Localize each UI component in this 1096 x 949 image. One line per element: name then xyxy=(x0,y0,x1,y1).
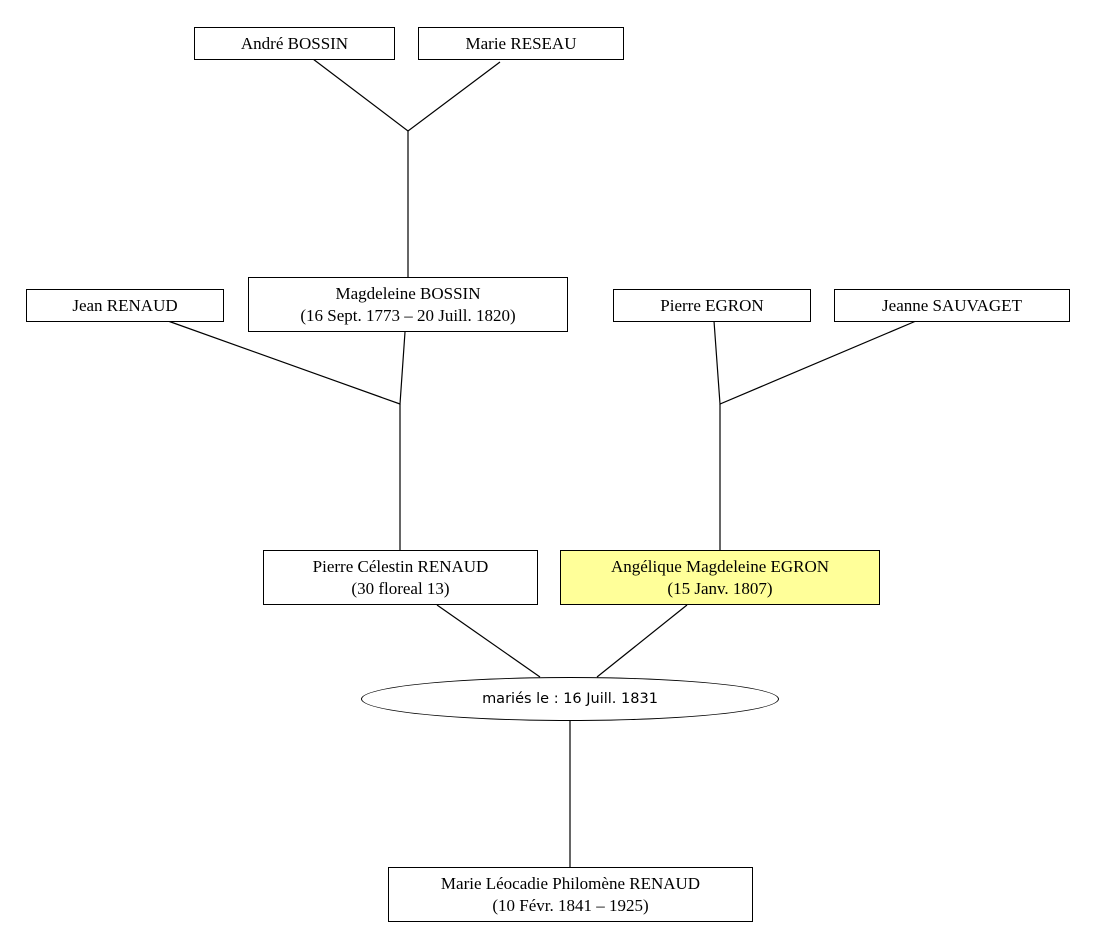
person-name: Marie Léocadie Philomène RENAUD xyxy=(440,873,701,893)
person-pierre-celestin-renaud[interactable]: Pierre Célestin RENAUD (30 floreal 13) xyxy=(263,550,538,605)
connector-couple-marriage xyxy=(436,604,541,678)
marriage-node[interactable]: mariés le : 16 Juill. 1831 xyxy=(361,677,779,721)
connector-couple-marriage-right xyxy=(596,604,688,678)
person-name: Magdeleine BOSSIN xyxy=(335,283,481,303)
person-dates: (10 Févr. 1841 – 1925) xyxy=(492,895,649,915)
person-angelique-egron[interactable]: Angélique Magdeleine EGRON (15 Janv. 180… xyxy=(560,550,880,605)
person-name: Pierre EGRON xyxy=(660,295,764,315)
person-name: Pierre Célestin RENAUD xyxy=(312,556,489,576)
person-jeanne-sauvaget[interactable]: Jeanne SAUVAGET xyxy=(834,289,1070,322)
connector-renaud-parents xyxy=(167,320,406,405)
connector-egron-parents xyxy=(713,320,917,405)
person-name: Jeanne SAUVAGET xyxy=(882,295,1022,315)
person-name: André BOSSIN xyxy=(240,33,349,53)
person-marie-leocadie-renaud[interactable]: Marie Léocadie Philomène RENAUD (10 Févr… xyxy=(388,867,753,922)
person-dates: (30 floreal 13) xyxy=(351,578,450,598)
person-jean-renaud[interactable]: Jean RENAUD xyxy=(26,289,224,322)
person-dates: (15 Janv. 1807) xyxy=(667,578,773,598)
connector-bossin-parents xyxy=(312,58,501,132)
person-dates: (16 Sept. 1773 – 20 Juill. 1820) xyxy=(300,305,516,325)
person-name: Jean RENAUD xyxy=(72,295,178,315)
person-andre-bossin[interactable]: André BOSSIN xyxy=(194,27,395,60)
person-name: Angélique Magdeleine EGRON xyxy=(610,556,830,576)
person-marie-reseau[interactable]: Marie RESEAU xyxy=(418,27,624,60)
person-pierre-egron[interactable]: Pierre EGRON xyxy=(613,289,811,322)
marriage-label: mariés le : 16 Juill. 1831 xyxy=(482,691,658,707)
person-magdeleine-bossin[interactable]: Magdeleine BOSSIN (16 Sept. 1773 – 20 Ju… xyxy=(248,277,568,332)
person-name: Marie RESEAU xyxy=(465,33,577,53)
